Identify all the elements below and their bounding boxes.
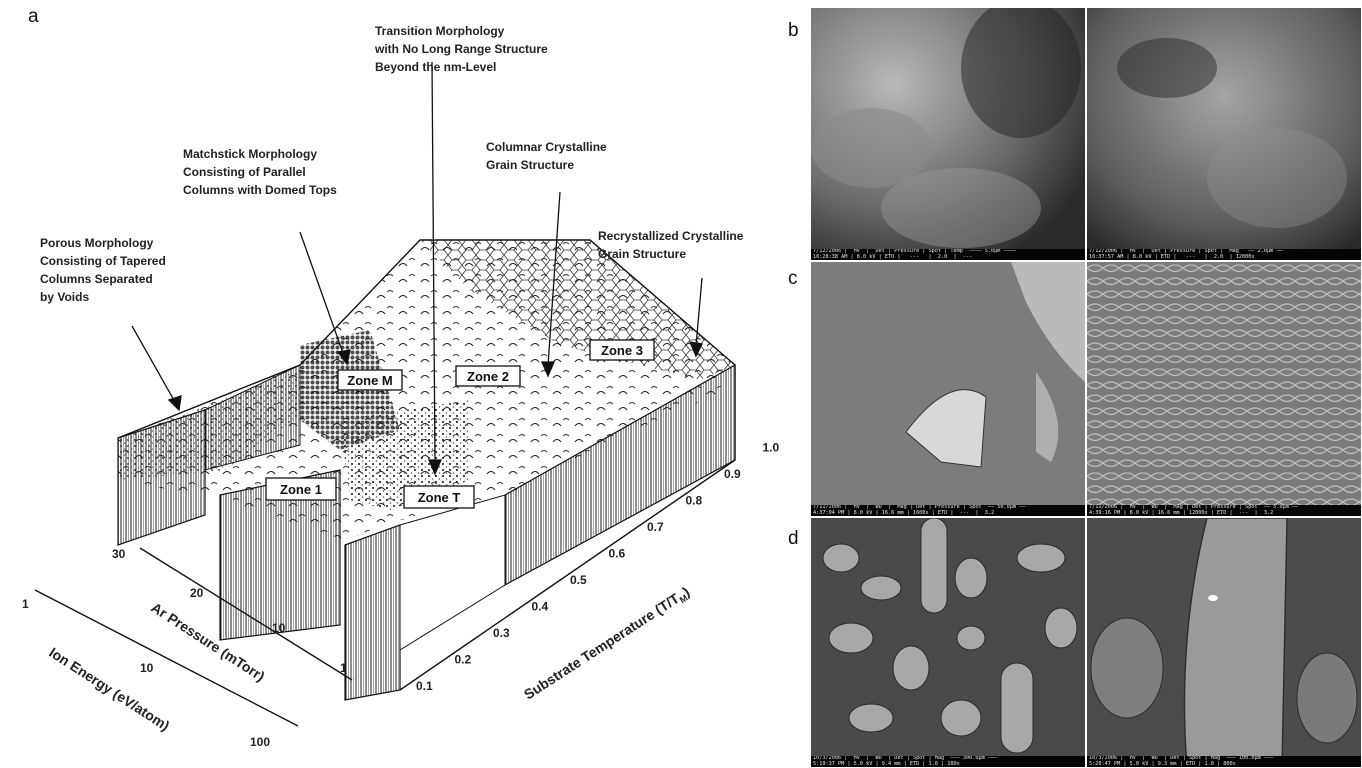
callout-columnar: Columnar Crystalline Grain Structure — [486, 140, 610, 172]
temperature-axis-tick-label: 0.5 — [570, 573, 587, 587]
sem-image-d-right: 10/3/2006 | HV | WD | Det | Spot | Mag —… — [1087, 518, 1361, 767]
temperature-axis-tick-label: 0.8 — [686, 494, 703, 508]
energy-axis-tick-label: 1 — [22, 597, 29, 611]
temperature-axis-tick-label: 1.0 — [763, 441, 780, 455]
sem-image-d-left: 10/3/2006 | HV | WD | Det | Spot | Mag —… — [811, 518, 1085, 767]
temperature-axis-tick-label: 0.1 — [416, 679, 433, 693]
pressure-axis-tick-label: 30 — [112, 547, 126, 561]
sem-info-bar-c-right: 7/11/2006 | HV | WD | Mag | Det | Pressu… — [1087, 505, 1361, 516]
temperature-axis-tick-label: 0.9 — [724, 467, 741, 481]
temperature-axis-tick-label: 0.7 — [647, 520, 664, 534]
temperature-axis-tick-label: 0.4 — [532, 600, 549, 614]
zone-t-label: Zone T — [418, 490, 461, 505]
structure-zone-diagram: Zone M Zone 2 Zone 3 Zone 1 Zone T Trans — [0, 0, 800, 768]
temperature-axis-tick-label: 0.3 — [493, 626, 510, 640]
zone-3-label: Zone 3 — [601, 343, 643, 358]
temperature-axis-tick-label: 0.6 — [609, 547, 626, 561]
callout-porous: Porous Morphology Consisting of Tapered … — [40, 236, 169, 304]
zone-2-label: Zone 2 — [467, 369, 509, 384]
callout-matchstick: Matchstick Morphology Consisting of Para… — [183, 147, 337, 197]
energy-axis-tick-label: 100 — [250, 735, 270, 749]
pressure-axis-tick-label: 20 — [190, 586, 204, 600]
pressure-axis-tick-label: 10 — [272, 621, 286, 635]
sem-info-bar-d-right: 10/3/2006 | HV | WD | Det | Spot | Mag —… — [1087, 756, 1361, 767]
sem-info-bar-b-left: 7/12/2006 | HV | Det | Pressure | Spot |… — [811, 249, 1085, 260]
sem-image-b-left: 7/12/2006 | HV | Det | Pressure | Spot |… — [811, 8, 1085, 260]
energy-axis-tick-label: 10 — [140, 661, 154, 675]
callout-transition: Transition Morphology with No Long Range… — [374, 24, 551, 74]
sem-info-bar-d-left: 10/3/2006 | HV | WD | Det | Spot | Mag —… — [811, 756, 1085, 767]
sem-image-c-right: 7/11/2006 | HV | WD | Mag | Det | Pressu… — [1087, 262, 1361, 516]
sem-image-b-right: 7/12/2006 | HV | Det | Pressure | Spot |… — [1087, 8, 1361, 260]
callout-recrystallized: Recrystallized Crystalline Grain Structu… — [598, 229, 747, 261]
sem-info-bar-b-right: 7/12/2006 | HV | Det | Pressure | Spot |… — [1087, 249, 1361, 260]
temperature-axis-tick-label: 0.2 — [455, 653, 472, 667]
energy-axis-label: Ion Energy (eV/atom) — [46, 644, 172, 734]
zone-m-label: Zone M — [347, 373, 393, 388]
sem-image-c-left: 7/11/2006 | HV | WD | Mag | Det | Pressu… — [811, 262, 1085, 516]
sem-info-bar-c-left: 7/11/2006 | HV | WD | Mag | Det | Pressu… — [811, 505, 1085, 516]
pressure-axis-tick-label: 1 — [340, 661, 347, 675]
zone-1-label: Zone 1 — [280, 482, 322, 497]
